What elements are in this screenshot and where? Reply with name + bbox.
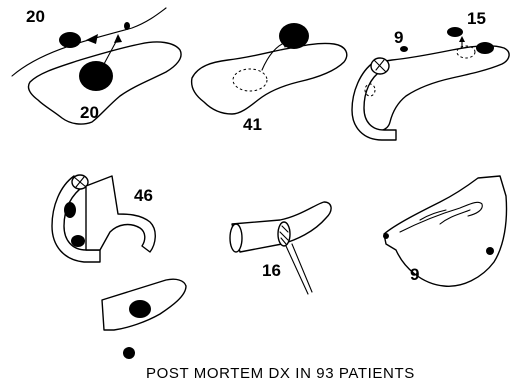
legend-filled-dot-icon (123, 347, 135, 359)
panel-3: 9 15 (352, 9, 509, 140)
legend: POST MORTEM DX IN 93 PATIENTS (123, 347, 415, 382)
cut-surface (230, 224, 242, 252)
panel-6: 9 (383, 176, 507, 286)
legend-caption: POST MORTEM DX IN 93 PATIENTS (146, 365, 415, 382)
arrow-icon (459, 36, 465, 42)
lesion-duodenal (59, 32, 81, 48)
panel-4: 46 (52, 175, 186, 330)
count-label: 9 (410, 265, 419, 284)
lesion-large (279, 23, 309, 49)
lesion-small (124, 22, 130, 30)
count-label-top: 20 (26, 7, 45, 26)
panel-5: 16 (230, 202, 331, 294)
lesion-head (79, 61, 113, 91)
lesion-tail-upper (447, 27, 463, 37)
lesion-small-right (486, 247, 494, 255)
lesion-tail (129, 300, 151, 318)
panel-2: 41 (192, 23, 347, 134)
count-label-right: 15 (467, 9, 486, 28)
lesion-upper (64, 202, 76, 218)
count-label-bottom: 20 (80, 103, 99, 122)
lesion-tail (476, 42, 494, 54)
lesion-small (383, 233, 389, 239)
arrowhead (86, 34, 98, 44)
duct-catheter (286, 244, 312, 294)
arrow-icon (114, 34, 122, 43)
count-label: 41 (243, 115, 262, 134)
lesion-lower (71, 235, 85, 247)
panel-1: 20 20 (12, 7, 181, 124)
pancreas-outline (192, 43, 347, 114)
count-label: 16 (262, 261, 281, 280)
count-label: 46 (134, 186, 153, 205)
count-label-left: 9 (394, 28, 403, 47)
